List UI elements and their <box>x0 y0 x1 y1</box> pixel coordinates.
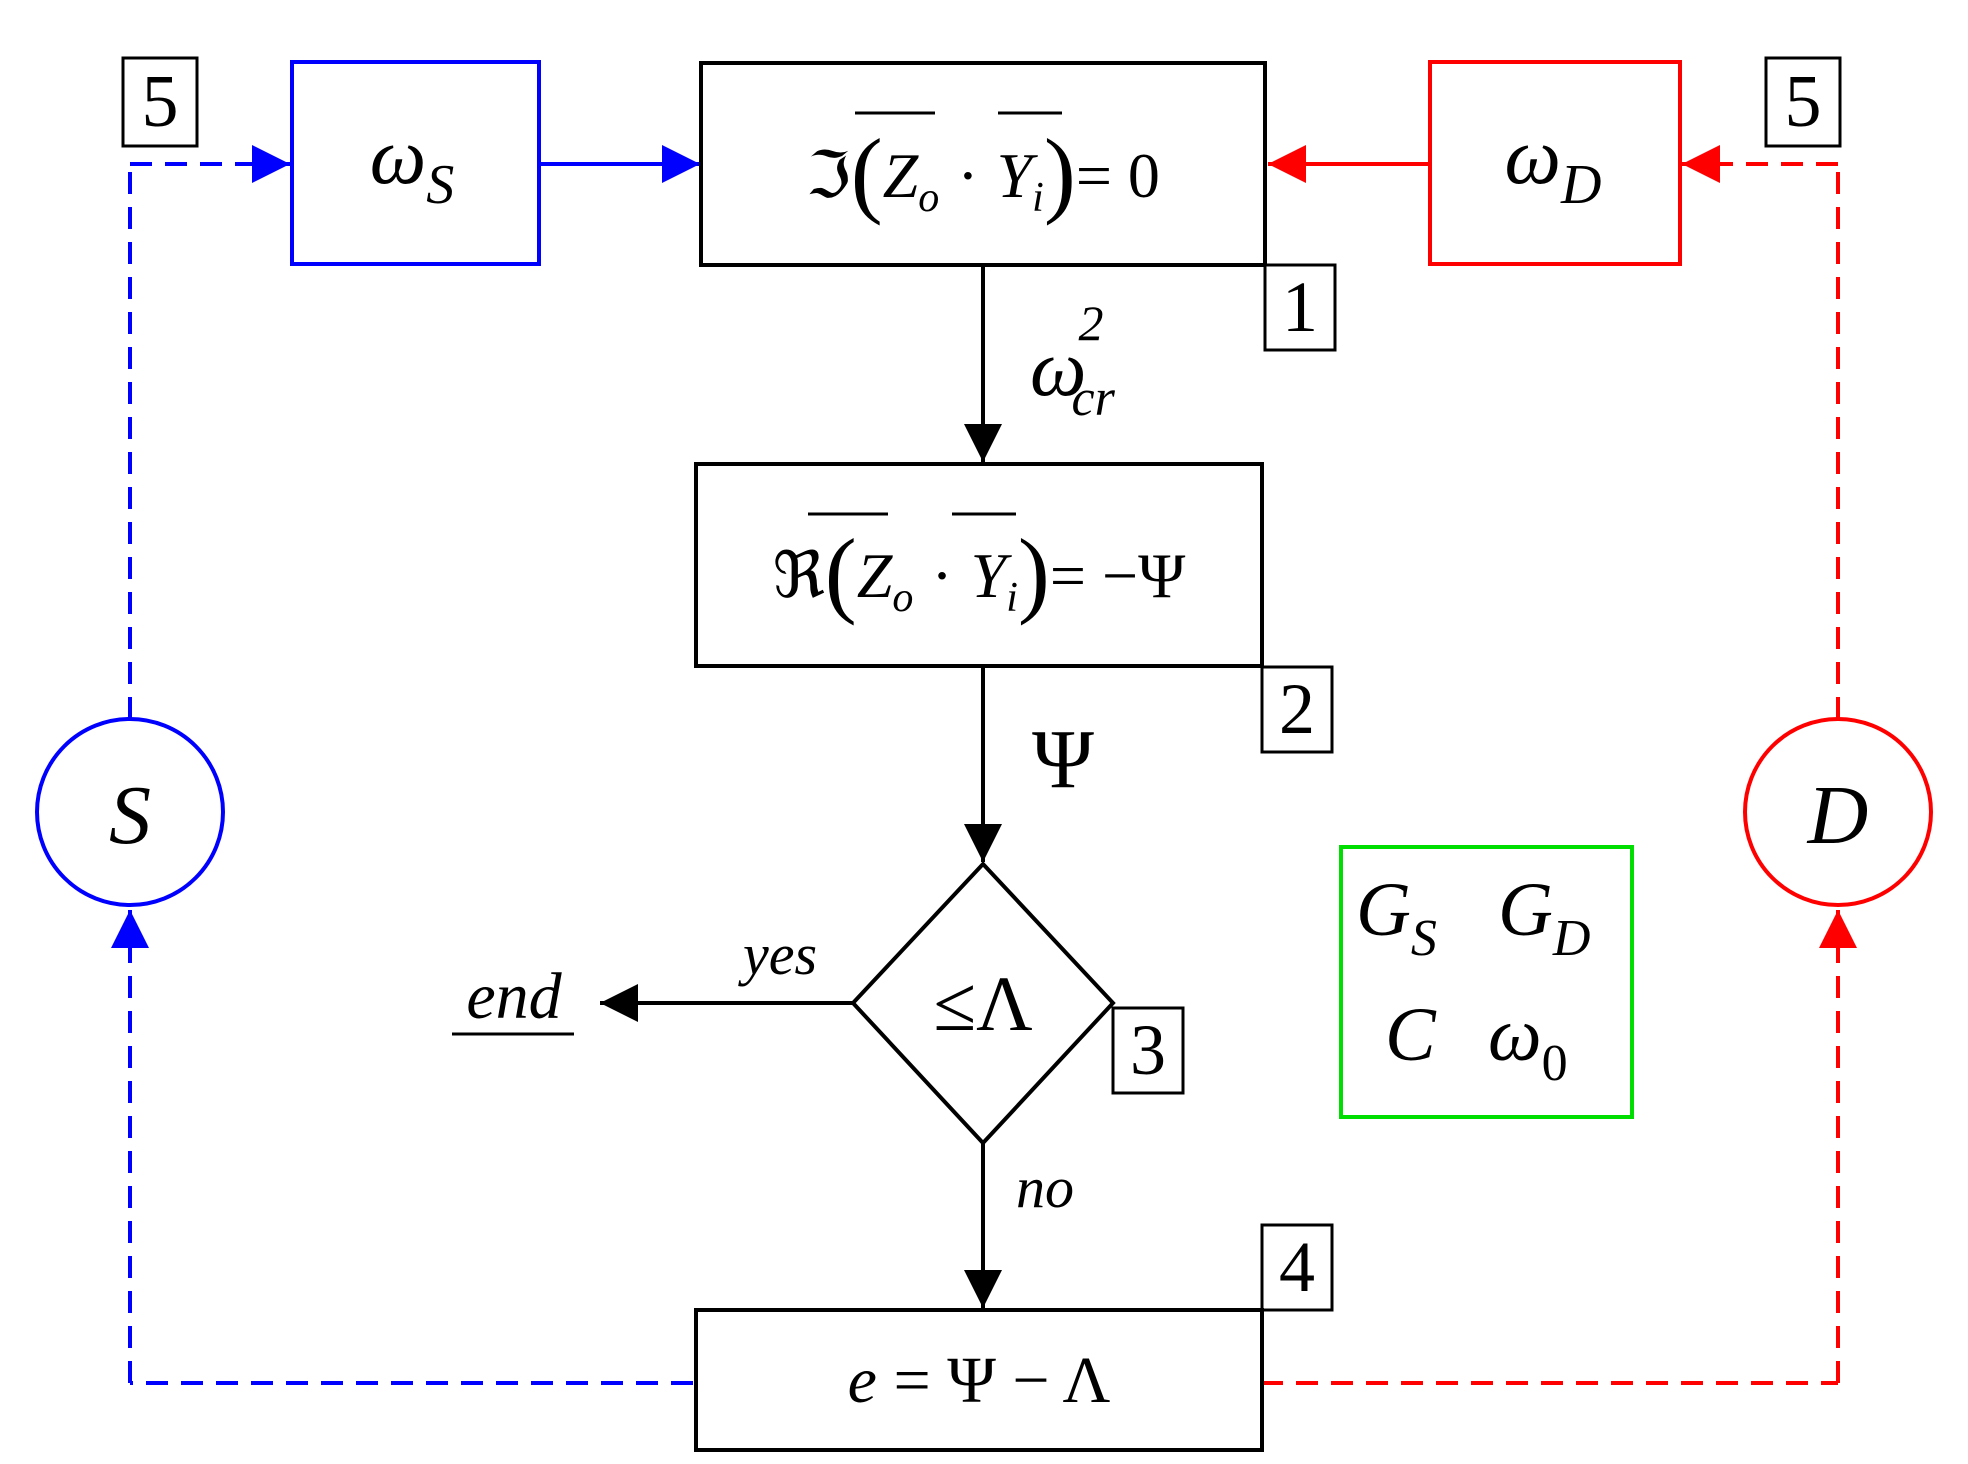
badge-3 <box>1111 1006 1185 1095</box>
s-branch: S ωS <box>35 60 700 1385</box>
no-label: no <box>1016 1155 1074 1220</box>
step1-box <box>699 61 1267 267</box>
d-circle-label: D <box>1807 769 1869 862</box>
end-label: end <box>466 960 562 1033</box>
step4-equation: e = Ψ − Λ <box>848 1344 1111 1417</box>
badge-3-label: 3 <box>1130 1010 1166 1090</box>
badge-5-right <box>1764 56 1842 148</box>
step4-box <box>694 1308 1264 1452</box>
badge-5-left-label: 5 <box>142 61 179 143</box>
param-c: C <box>1385 993 1437 1077</box>
parameters-box: GS GD C ω0 <box>1339 845 1634 1119</box>
step2-equation: ℜ(Zo·Yi)= −Ψ <box>773 519 1186 626</box>
param-g-s: GS <box>1356 868 1437 967</box>
s-circle-label: S <box>109 769 151 862</box>
badge-2-label: 2 <box>1279 669 1315 749</box>
d-branch: D ωD <box>1261 60 1933 1385</box>
badge-4-label: 4 <box>1279 1227 1315 1307</box>
psi-label: Ψ <box>1032 713 1094 806</box>
param-g-d: GD <box>1498 868 1590 967</box>
badge-2 <box>1260 665 1334 754</box>
badge-4 <box>1260 1223 1334 1312</box>
parameters-border <box>1339 845 1634 1119</box>
badge-5-right-label: 5 <box>1785 61 1822 143</box>
decision-label: ≤Λ <box>933 960 1032 1047</box>
badge-1-label: 1 <box>1282 267 1318 347</box>
step2-box <box>694 462 1264 668</box>
omega-s-label: ωS <box>370 113 454 216</box>
badge-1 <box>1263 263 1337 352</box>
omega-d-label: ωD <box>1505 113 1602 216</box>
param-omega0: ω0 <box>1488 993 1568 1092</box>
omega-s-box <box>290 60 541 266</box>
yes-label: yes <box>738 922 817 987</box>
badge-5-left <box>121 56 199 148</box>
step1-equation: ℑ(Zo·Yi)= 0 <box>806 119 1160 226</box>
